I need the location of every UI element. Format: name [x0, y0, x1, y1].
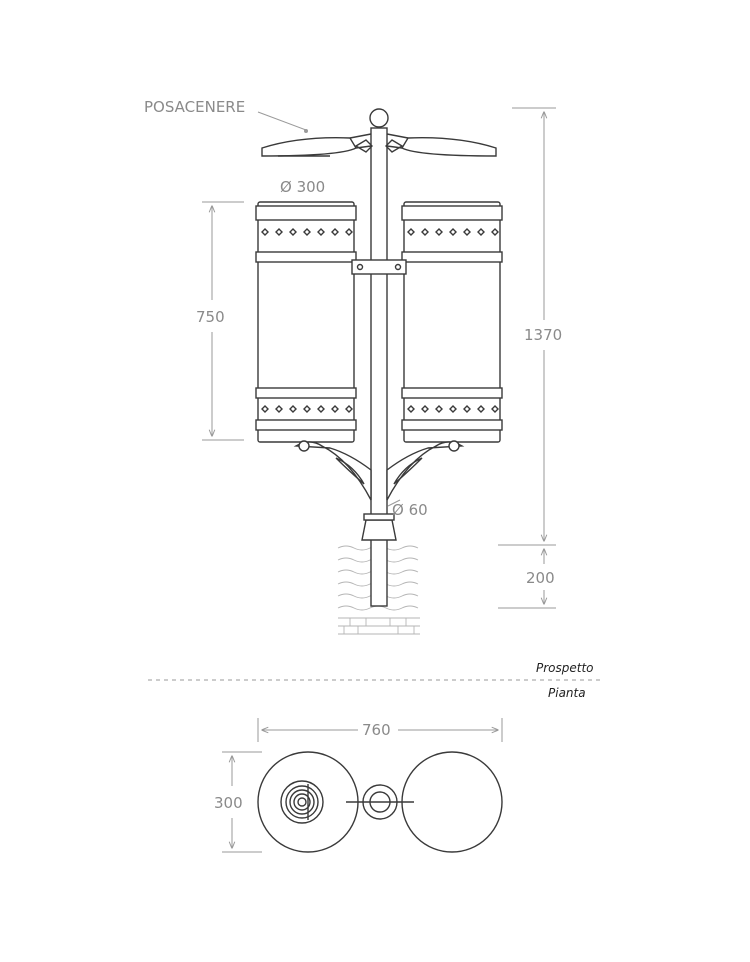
- canopy-right: [385, 133, 497, 157]
- bin-diameter-label: Ø 300: [280, 178, 325, 196]
- bin-right: [401, 201, 503, 443]
- pole-base-ring: [363, 513, 395, 521]
- bin-height-dimension: [202, 201, 244, 441]
- mid-clamp: [351, 259, 407, 275]
- plan-width-label: 760: [362, 721, 391, 739]
- bin-left: [255, 201, 357, 443]
- ground-depth-label: 200: [526, 569, 555, 587]
- plan-bin-right: [401, 751, 503, 853]
- canopy-left: [261, 133, 373, 157]
- plan-depth-label: 300: [214, 794, 243, 812]
- support-brackets: [293, 440, 465, 501]
- elevation-view: POSACENERE Ø 300 750 1370 200 Ø 60: [144, 98, 562, 635]
- ashtray-leader: [257, 111, 307, 131]
- plan-view: 760 300: [214, 718, 503, 853]
- total-height-label: 1370: [524, 326, 562, 344]
- plan-view-label: Pianta: [548, 686, 586, 700]
- bin-height-label: 750: [196, 308, 225, 326]
- elevation-view-label: Prospetto: [536, 661, 594, 675]
- pole-finial: [369, 108, 389, 128]
- total-height-dimension: [498, 107, 556, 609]
- pole: [370, 127, 388, 607]
- plan-ashtray: [280, 780, 324, 824]
- pole-diameter-leader: [387, 499, 401, 507]
- pole-base-collar: [361, 519, 397, 541]
- pole-diameter-label: Ø 60: [392, 501, 428, 519]
- plan-width-dimension: [257, 718, 503, 742]
- ashtray-leader-dot: [304, 129, 308, 133]
- plan-depth-dimension: [222, 751, 262, 853]
- ashtray-label: POSACENERE: [144, 98, 245, 116]
